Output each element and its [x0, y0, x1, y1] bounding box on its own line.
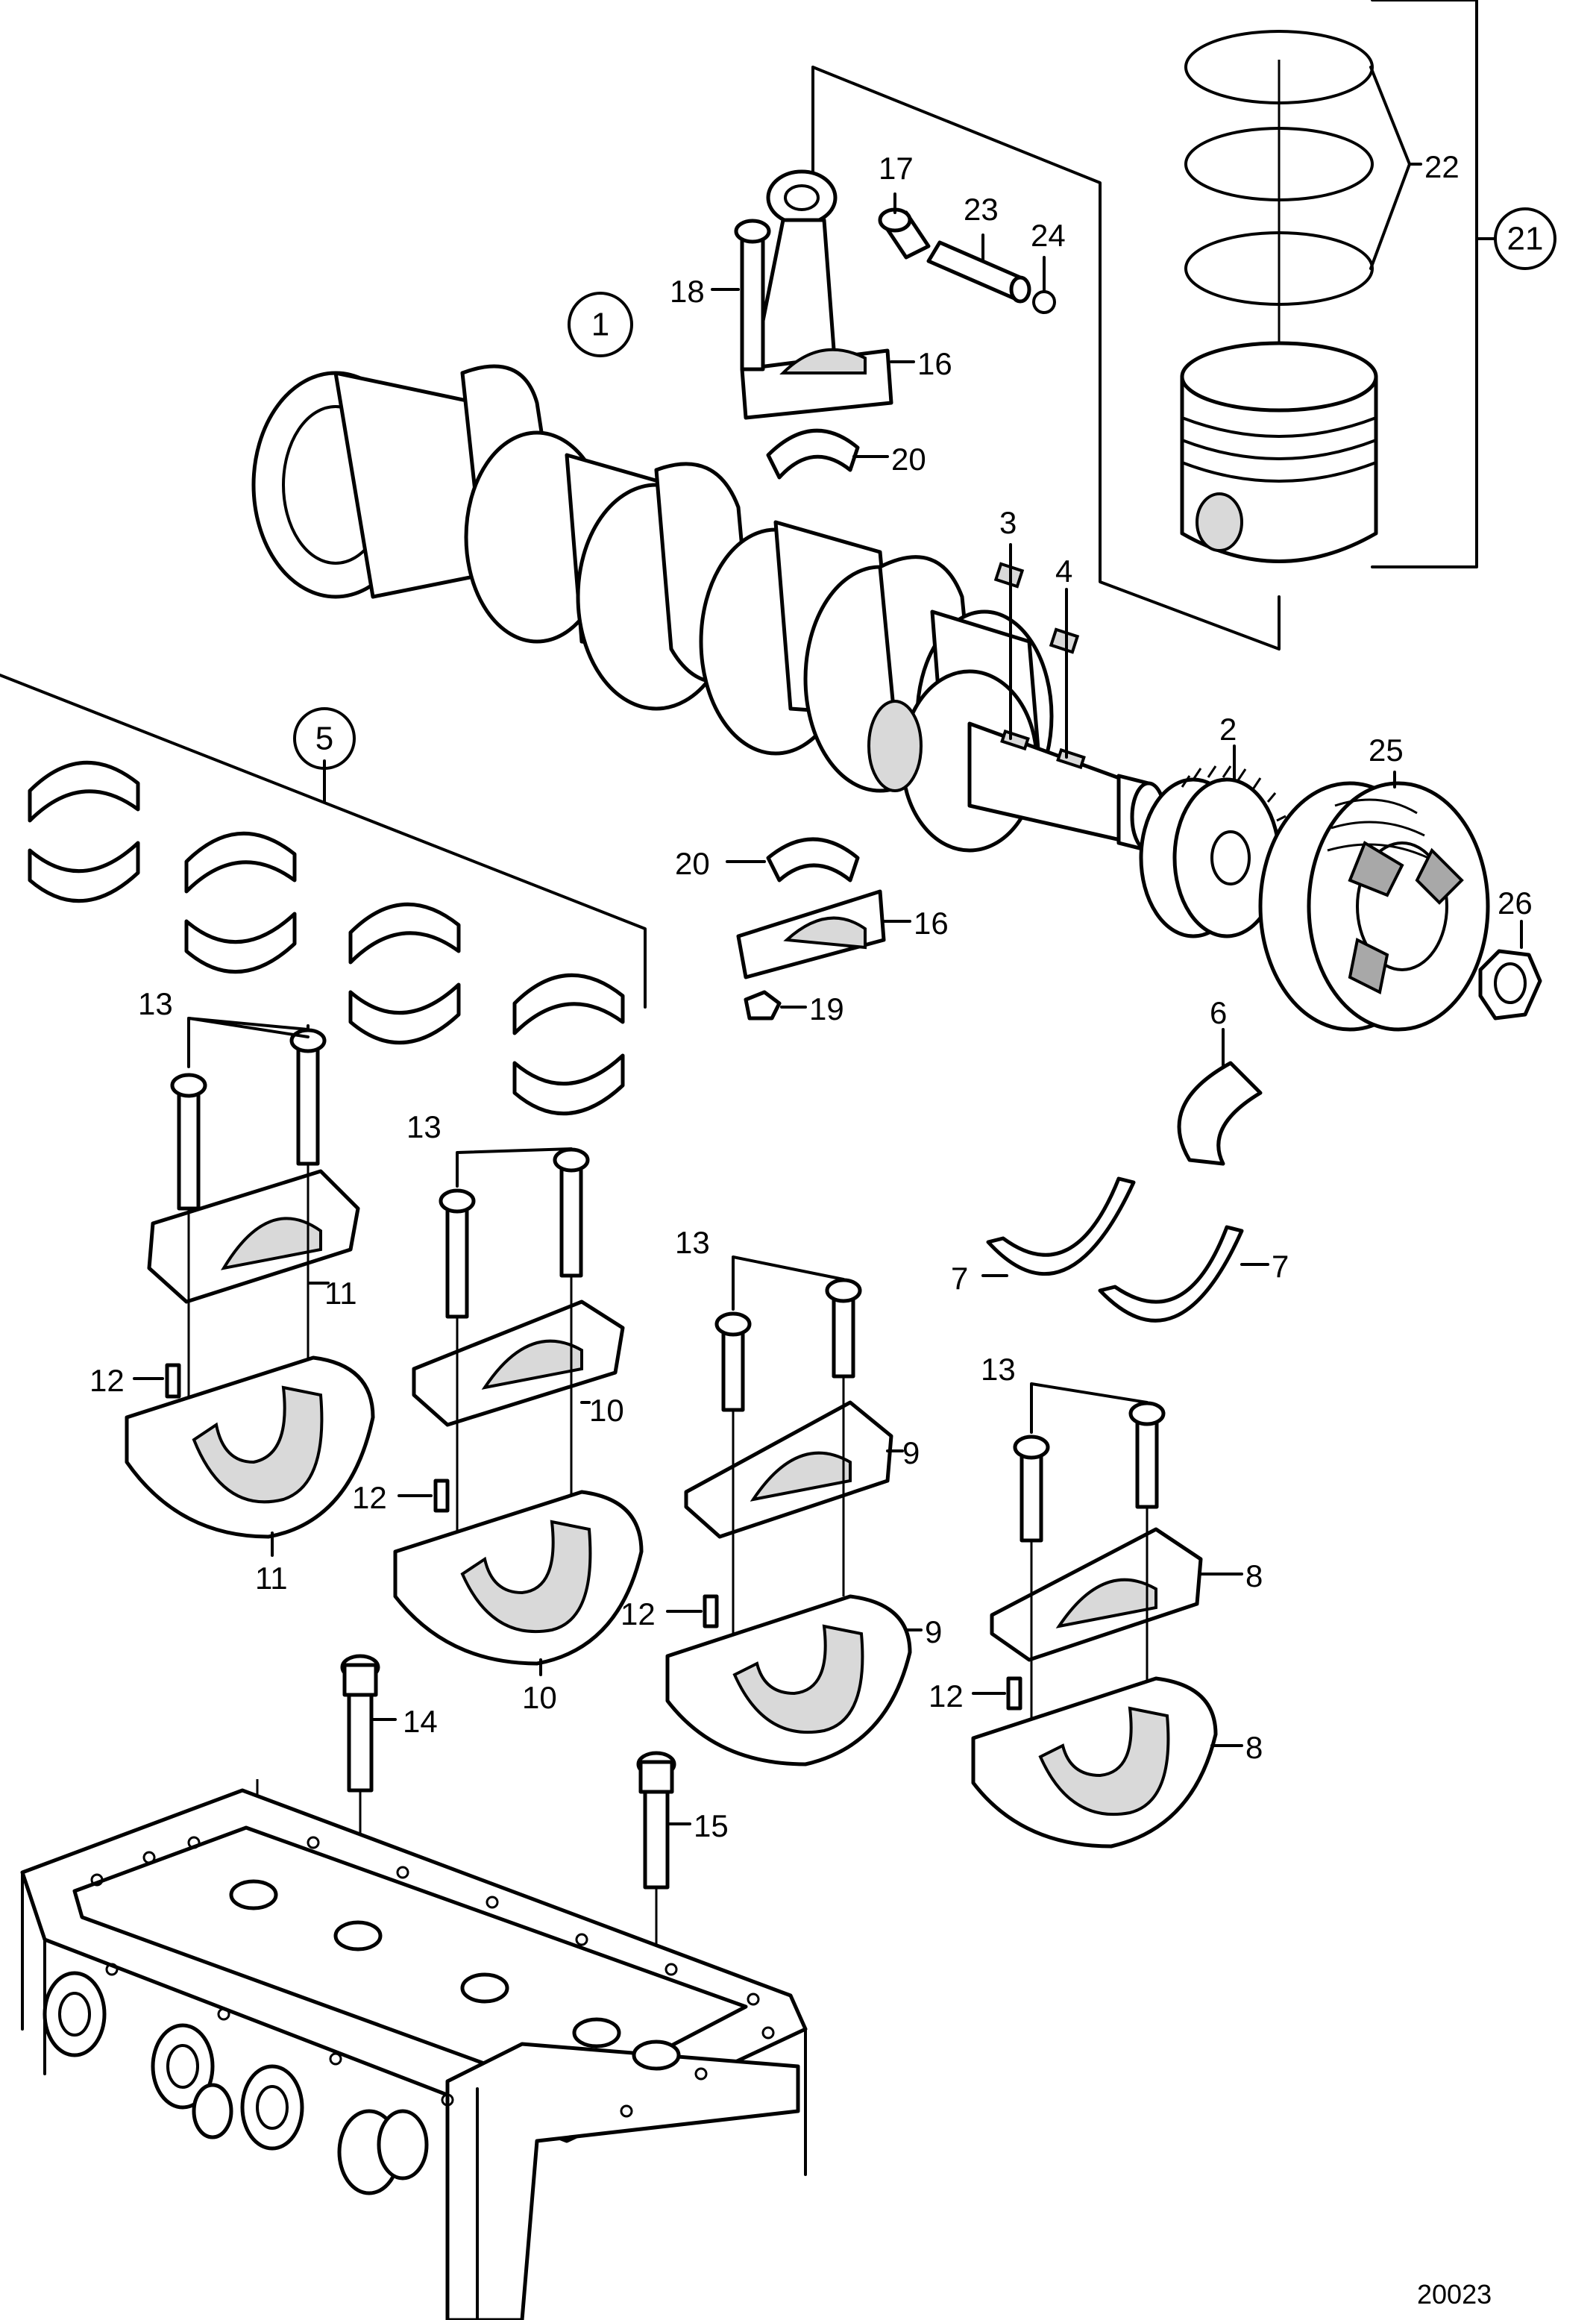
callout-19: 19 — [809, 991, 844, 1026]
callout-16-bottom: 16 — [914, 906, 949, 941]
callout-24: 24 — [1031, 218, 1066, 253]
callout-9-top: 9 — [902, 1435, 920, 1470]
callout-8-bottom: 8 — [1245, 1730, 1263, 1765]
callout-13-d: 13 — [981, 1352, 1016, 1387]
callout-11-bottom: 11 — [255, 1561, 288, 1596]
main-bearing-cap-bolts-8 — [1013, 1401, 1166, 1543]
callout-circle-5 — [293, 707, 356, 770]
main-bearing-block-10 — [393, 1490, 644, 1666]
rod-bearing-shell-upper — [766, 428, 860, 480]
dowel-pin-10 — [433, 1479, 450, 1513]
bracket-main-bearing-shells — [0, 674, 647, 1009]
callout-circle-1 — [568, 292, 633, 357]
callout-22: 22 — [1424, 149, 1460, 184]
callout-13-b: 13 — [406, 1109, 442, 1144]
callout-12-b: 12 — [352, 1480, 387, 1515]
rod-nut — [744, 990, 782, 1021]
thrust-washer-lower-right — [1098, 1225, 1244, 1323]
main-bearing-block-9 — [665, 1594, 912, 1766]
drawing-number: 20023 — [1417, 2279, 1492, 2310]
piston-ring-set — [1184, 30, 1374, 373]
callout-15: 15 — [694, 1808, 729, 1843]
thrust-washer-upper — [1177, 1061, 1263, 1166]
piston — [1180, 341, 1378, 563]
rod-bearing-shell-lower — [766, 837, 860, 882]
callout-5: 5 — [315, 721, 333, 757]
callout-3: 3 — [999, 505, 1017, 540]
callout-4: 4 — [1055, 554, 1072, 589]
callout-10-top: 10 — [589, 1393, 624, 1428]
crankshaft — [251, 364, 1167, 853]
callout-2: 2 — [1219, 712, 1237, 747]
callout-17: 17 — [879, 151, 914, 186]
callout-25: 25 — [1369, 733, 1404, 768]
dowel-pin-9 — [703, 1594, 719, 1628]
callout-20-bottom: 20 — [675, 846, 710, 881]
crankshaft-pulley — [1258, 781, 1490, 1032]
main-bearing-block-8 — [971, 1676, 1218, 1849]
main-bearing-frame — [20, 1788, 808, 2320]
bracket-con-rod — [811, 66, 1281, 650]
callout-circle-21 — [1494, 207, 1556, 270]
main-bearing-shell-1 — [28, 760, 140, 903]
callout-7-left: 7 — [951, 1261, 968, 1296]
main-bearing-cap-bolts-9 — [714, 1278, 862, 1412]
main-bearing-block-11 — [125, 1355, 375, 1539]
bracket-piston-assembly — [1371, 0, 1478, 568]
woodruff-key-4 — [1049, 627, 1080, 654]
connecting-rod — [740, 169, 893, 420]
callout-23: 23 — [964, 192, 999, 227]
circlip — [1032, 290, 1056, 314]
main-bearing-shell-4 — [512, 973, 625, 1116]
bearing-frame-bolt-14 — [340, 1654, 380, 1793]
callout-13-a: 13 — [138, 986, 173, 1021]
callout-16-top: 16 — [917, 346, 952, 381]
callout-21: 21 — [1507, 221, 1544, 257]
callout-10-bottom: 10 — [522, 1680, 557, 1715]
callout-14: 14 — [403, 1704, 438, 1739]
crankshaft-gear — [1139, 765, 1289, 938]
callout-9-bottom: 9 — [925, 1614, 942, 1649]
bearing-frame-bolt-15 — [636, 1751, 676, 1890]
dowel-pin-11 — [165, 1363, 181, 1399]
callout-12-d: 12 — [929, 1678, 964, 1714]
callout-11-top: 11 — [324, 1276, 357, 1311]
main-bearing-shell-2 — [184, 831, 297, 974]
callout-20-top: 20 — [891, 442, 926, 477]
piston-pin — [926, 240, 1031, 304]
callout-8-top: 8 — [1245, 1558, 1263, 1593]
piston-pin-bushing — [878, 207, 931, 260]
thrust-washer-lower-left — [986, 1176, 1136, 1276]
callout-1: 1 — [591, 307, 609, 343]
pulley-nut — [1478, 949, 1542, 1021]
callout-12-a: 12 — [89, 1363, 125, 1398]
main-bearing-shell-3 — [348, 902, 461, 1045]
callout-12-c: 12 — [621, 1596, 656, 1631]
callout-13-c: 13 — [675, 1225, 710, 1260]
callout-6: 6 — [1210, 995, 1227, 1030]
callout-7-right: 7 — [1272, 1249, 1289, 1284]
main-bearing-cap-bolts-10 — [439, 1147, 590, 1319]
main-bearing-cap-bolts-11 — [170, 1028, 327, 1211]
dowel-pin-8 — [1006, 1676, 1022, 1711]
rod-bolt — [734, 219, 771, 371]
callout-18: 18 — [670, 274, 705, 309]
callout-26: 26 — [1498, 885, 1533, 921]
